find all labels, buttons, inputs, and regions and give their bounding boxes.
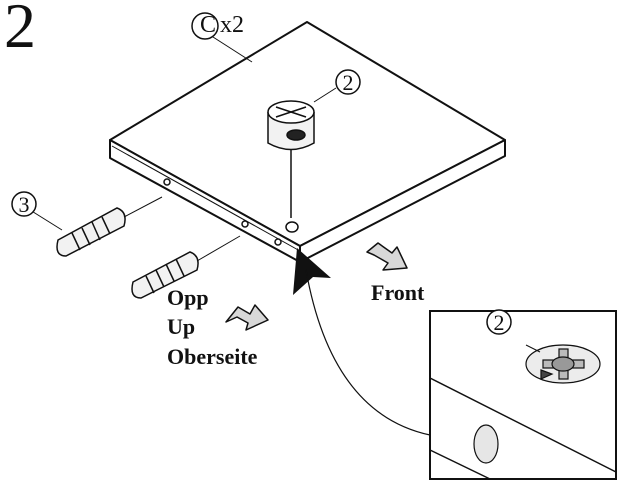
label-up: Up [167, 314, 196, 339]
detail-cam-top [525, 344, 601, 384]
callout-dowel: 3 [11, 191, 63, 231]
label-opp: Opp [167, 285, 209, 310]
callout-dowel-number: 3 [19, 192, 30, 217]
detail-inset: 2 [429, 309, 617, 480]
edge-holes [163, 178, 282, 246]
part-letter: C [200, 12, 217, 38]
detail-leader-line [305, 269, 431, 436]
up-arrow-icon [225, 304, 269, 331]
dowel-lower [131, 235, 241, 299]
cam-lock [267, 87, 337, 218]
label-front: Front [371, 280, 425, 305]
step-number: 2 [4, 0, 36, 61]
callout-cam-lock: 2 [335, 69, 361, 95]
front-arrow-icon [366, 242, 408, 271]
dowel-upper [56, 196, 163, 257]
callout-detail-number: 2 [494, 310, 505, 335]
corner-pointer-arrow [293, 248, 331, 295]
label-oberseite: Oberseite [167, 344, 258, 369]
cam-hole [285, 221, 299, 233]
detail-dowel-hole [473, 424, 499, 464]
callout-cam-lock-number: 2 [343, 70, 354, 95]
part-label [191, 12, 253, 63]
part-quantity: x2 [220, 12, 244, 38]
